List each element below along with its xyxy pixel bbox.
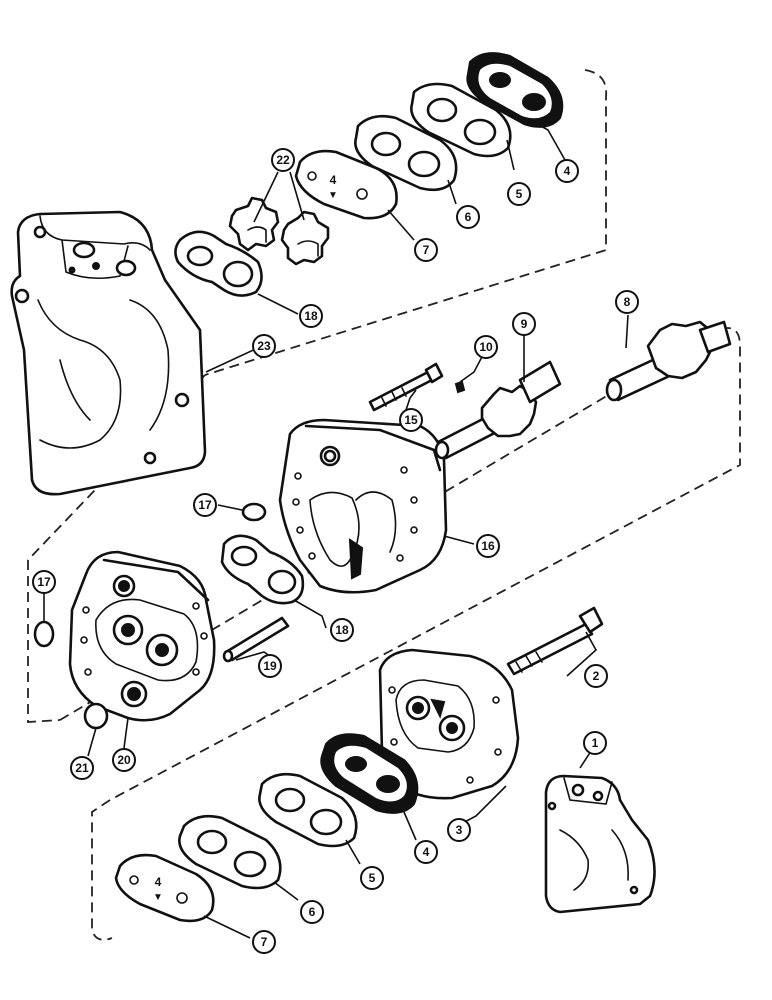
part-6-gasket-lower xyxy=(178,814,282,890)
callout-5-lower: 5 xyxy=(360,866,384,890)
svg-text:▼: ▼ xyxy=(153,892,163,903)
callout-2: 2 xyxy=(584,664,608,688)
svg-text:4: 4 xyxy=(155,875,162,889)
svg-text:▼: ▼ xyxy=(328,190,338,201)
callout-4-upper: 4 xyxy=(555,159,579,183)
callout-22: 22 xyxy=(271,148,295,172)
callout-1: 1 xyxy=(583,731,607,755)
callout-label: 22 xyxy=(276,153,290,167)
callout-label: 15 xyxy=(404,413,418,427)
callout-label: 20 xyxy=(117,753,131,767)
callout-7-upper: 7 xyxy=(414,238,438,262)
part-2-bolt xyxy=(506,606,604,676)
callout-label: 7 xyxy=(261,935,268,949)
callout-3: 3 xyxy=(447,818,471,842)
callout-23: 23 xyxy=(252,334,276,358)
part-18-gasket-upper xyxy=(174,230,263,297)
callout-17-upper: 17 xyxy=(193,493,217,517)
callout-label: 7 xyxy=(423,243,430,257)
callout-label: 16 xyxy=(481,539,495,553)
callout-9: 9 xyxy=(512,312,536,336)
callout-21: 21 xyxy=(70,756,94,780)
callout-7-lower: 7 xyxy=(252,930,276,954)
part-3-plate xyxy=(378,648,520,800)
part-7-plate-lower: 4 ▼ xyxy=(114,853,215,923)
callout-label: 4 xyxy=(564,164,571,178)
callout-17-lower: 17 xyxy=(32,570,56,594)
part-16-gear-body xyxy=(278,418,448,594)
part-23-housing xyxy=(10,210,207,496)
callout-6-lower: 6 xyxy=(300,900,324,924)
part-5-gasket-upper xyxy=(410,82,512,158)
callout-6-upper: 6 xyxy=(456,205,480,229)
part-20-body xyxy=(68,550,216,722)
part-1-housing xyxy=(544,774,656,914)
svg-text:4: 4 xyxy=(330,173,337,187)
callout-label: 3 xyxy=(456,823,463,837)
part-21-oring xyxy=(83,702,109,730)
callout-15: 15 xyxy=(399,408,423,432)
callout-label: 1 xyxy=(592,736,599,750)
callout: 1 2 3 4 4 5 5 6 6 7 7 8 9 10 15 16 17 17… xyxy=(32,148,639,954)
callout-label: 5 xyxy=(516,187,523,201)
part-17-oring-upper xyxy=(241,502,267,522)
callout-5-upper: 5 xyxy=(507,182,531,206)
callout-18-upper: 18 xyxy=(299,304,323,328)
callout-label: 4 xyxy=(423,845,430,859)
callout-label: 23 xyxy=(257,339,271,353)
callout-20: 20 xyxy=(112,748,136,772)
callout-label: 17 xyxy=(37,575,51,589)
callout-4-lower: 4 xyxy=(414,840,438,864)
callout-label: 18 xyxy=(335,623,349,637)
callout-label: 17 xyxy=(198,498,212,512)
callout-8: 8 xyxy=(615,290,639,314)
part-4-seal-lower xyxy=(320,733,419,814)
part-8-gear-shaft xyxy=(605,320,732,402)
part-22-gears xyxy=(228,196,330,266)
part-9-gear-shaft xyxy=(434,360,562,460)
part-4-seal-upper xyxy=(466,52,564,128)
part-5-gasket-lower xyxy=(258,772,358,848)
callout-label: 21 xyxy=(75,761,89,775)
callout-label: 19 xyxy=(263,659,277,673)
callout-16: 16 xyxy=(476,534,500,558)
callout-label: 10 xyxy=(479,340,493,354)
part-15-bolt xyxy=(368,362,444,412)
callout-10: 10 xyxy=(474,335,498,359)
callout-label: 6 xyxy=(465,210,472,224)
callout-label: 8 xyxy=(624,295,631,309)
callout-18-lower: 18 xyxy=(330,618,354,642)
part-19-pin xyxy=(222,616,290,663)
part-10-key xyxy=(454,380,466,394)
callout-19: 19 xyxy=(258,654,282,678)
leader-lines xyxy=(43,118,629,939)
callout-label: 18 xyxy=(304,309,318,323)
callout-label: 5 xyxy=(369,871,376,885)
callout-label: 9 xyxy=(521,317,528,331)
part-6-gasket-upper xyxy=(354,114,458,192)
part-17-oring-lower xyxy=(33,620,55,648)
part-18-gasket-lower xyxy=(220,534,305,605)
part-7-plate-upper: 4 ▼ xyxy=(294,149,398,220)
callout-label: 2 xyxy=(593,669,600,683)
callout-label: 6 xyxy=(309,905,316,919)
